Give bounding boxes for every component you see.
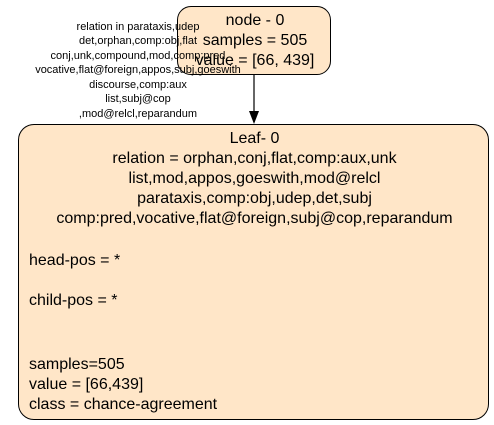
edge-label-line: conj,unk,compound,mod,comp:pred [50,50,226,62]
edge-arrowhead [249,111,259,124]
leaf-node-title: Leaf- 0 [229,130,280,147]
root-node-value: value = [66, 439] [195,52,315,69]
leaf-node-relation-line: list,mod,appos,goeswith,mod@relcl [128,170,381,187]
leaf-node-class: class = chance-agreement [29,396,218,413]
leaf-node-head-pos: head-pos = * [29,252,121,269]
leaf-node-relation-line: comp:pred,vocative,flat@foreign,subj@cop… [56,210,453,227]
edge-label-line: ,mod@relcl,reparandum [78,108,198,120]
leaf-node-samples: samples=505 [29,356,125,373]
leaf-node-relation-line: parataxis,comp:obj,udep,det,subj [137,190,372,207]
leaf-node-value: value = [66,439] [29,376,144,393]
edge-label-line: list,subj@cop [105,93,171,105]
root-node-title: node - 0 [225,12,285,29]
edge-label-line: det,orphan,comp:obj,flat [78,35,198,47]
leaf-node: Leaf- 0 relation = orphan,conj,flat,comp… [18,124,489,420]
edge-label-line: vocative,flat@foreign,appos,subj,goeswit… [35,64,241,76]
root-node: node - 0 samples = 505 value = [66, 439] [177,6,331,75]
edge-label-line: relation in parataxis,udep [76,21,200,33]
leaf-node-relation-line: relation = orphan,conj,flat,comp:aux,unk [112,150,397,167]
leaf-node-child-pos: child-pos = * [29,292,118,309]
root-node-samples: samples = 505 [202,32,308,49]
edge-label-line: discourse,comp:aux [89,79,187,91]
